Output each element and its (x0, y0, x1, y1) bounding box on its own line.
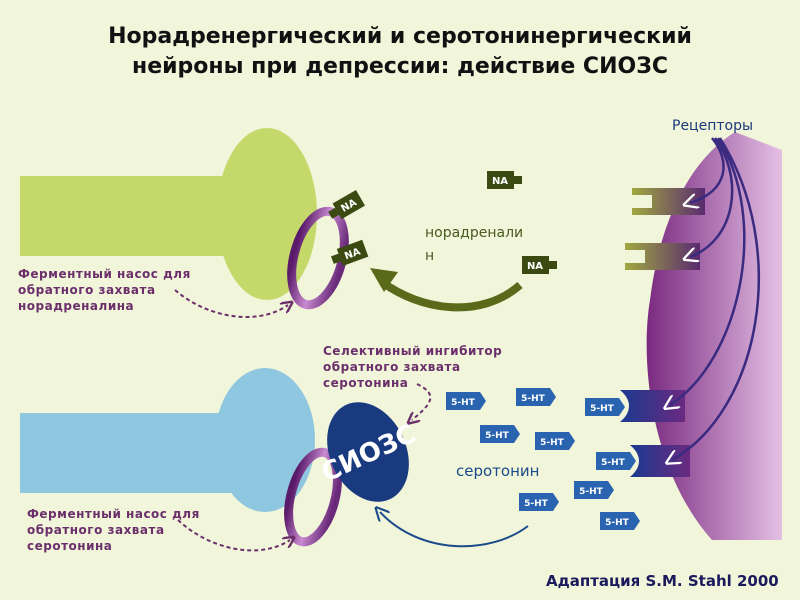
receptor-arrows (670, 137, 760, 460)
ht-pump-line-1: Ферментный насос для (27, 507, 200, 521)
ne-pump-label: Ферментный насос для обратного захвата н… (18, 266, 191, 314)
ne-pump-line-2: обратного захвата (18, 283, 156, 297)
na-arrow-head (370, 268, 398, 292)
ne-pump-pointer (174, 289, 288, 318)
ht-pump-pointer (177, 519, 290, 552)
ne-pump-line-3: норадреналина (18, 299, 135, 313)
svg-text:5-HT: 5-HT (521, 394, 546, 404)
svg-text:NA: NA (492, 176, 508, 187)
ssri-blocker: СИОЗС (317, 402, 421, 502)
credit: Адаптация S.M. Stahl 2000 (546, 572, 779, 590)
svg-text:5-HT: 5-HT (524, 499, 549, 509)
ssri-label-line-3: серотонина (323, 376, 409, 390)
ht-pump-line-3: серотонина (27, 539, 113, 553)
ht-pump-line-2: обратного захвата (27, 523, 165, 537)
na-reuptake-arrow (379, 278, 523, 312)
svg-text:5-HT: 5-HT (605, 518, 630, 528)
svg-text:5-HT: 5-HT (451, 398, 476, 408)
noradrenaline-label: норадренали н (425, 222, 523, 268)
svg-text:5-HT: 5-HT (590, 404, 615, 414)
ht-reuptake-pump (284, 447, 342, 547)
receptors-label: Рецепторы (672, 118, 754, 134)
title-line-2: нейроны при депрессии: действие СИОЗС (132, 54, 668, 79)
ht-reuptake-arrow (380, 512, 529, 548)
svg-text:5-HT: 5-HT (579, 487, 604, 497)
serotonin-label: серотонин (456, 462, 540, 480)
svg-text:NA: NA (343, 246, 362, 262)
ssri-label-line-1: Селективный ингибитор (323, 344, 503, 358)
postsynaptic-neuron (646, 132, 782, 540)
svg-text:5-HT: 5-HT (601, 458, 626, 468)
svg-text:5-HT: 5-HT (485, 431, 510, 441)
serotonergic-neuron (20, 368, 315, 512)
ht-pump-label: Ферментный насос для обратного захвата с… (27, 506, 200, 554)
ht-molecules: 5-HT 5-HT 5-HT 5-HT 5-HT 5-HT 5-HT 5-HT … (446, 388, 640, 530)
svg-text:5-HT: 5-HT (540, 438, 565, 448)
slide-title: Норадренергический и серотонинергический… (0, 22, 800, 82)
na-molecules: NA NA NA NA (328, 171, 557, 274)
noradrenaline-line-1: норадренали (425, 225, 524, 241)
ne-pump-line-1: Ферментный насос для (18, 267, 191, 281)
ssri-pointer (412, 383, 432, 420)
ssri-label-line-2: обратного захвата (323, 360, 461, 374)
noradrenaline-line-2: н (425, 248, 435, 264)
svg-text:NA: NA (527, 261, 543, 272)
ssri-description-label: Селективный ингибитор обратного захвата … (323, 343, 502, 391)
title-line-1: Норадренергический и серотонинергический (108, 24, 692, 49)
